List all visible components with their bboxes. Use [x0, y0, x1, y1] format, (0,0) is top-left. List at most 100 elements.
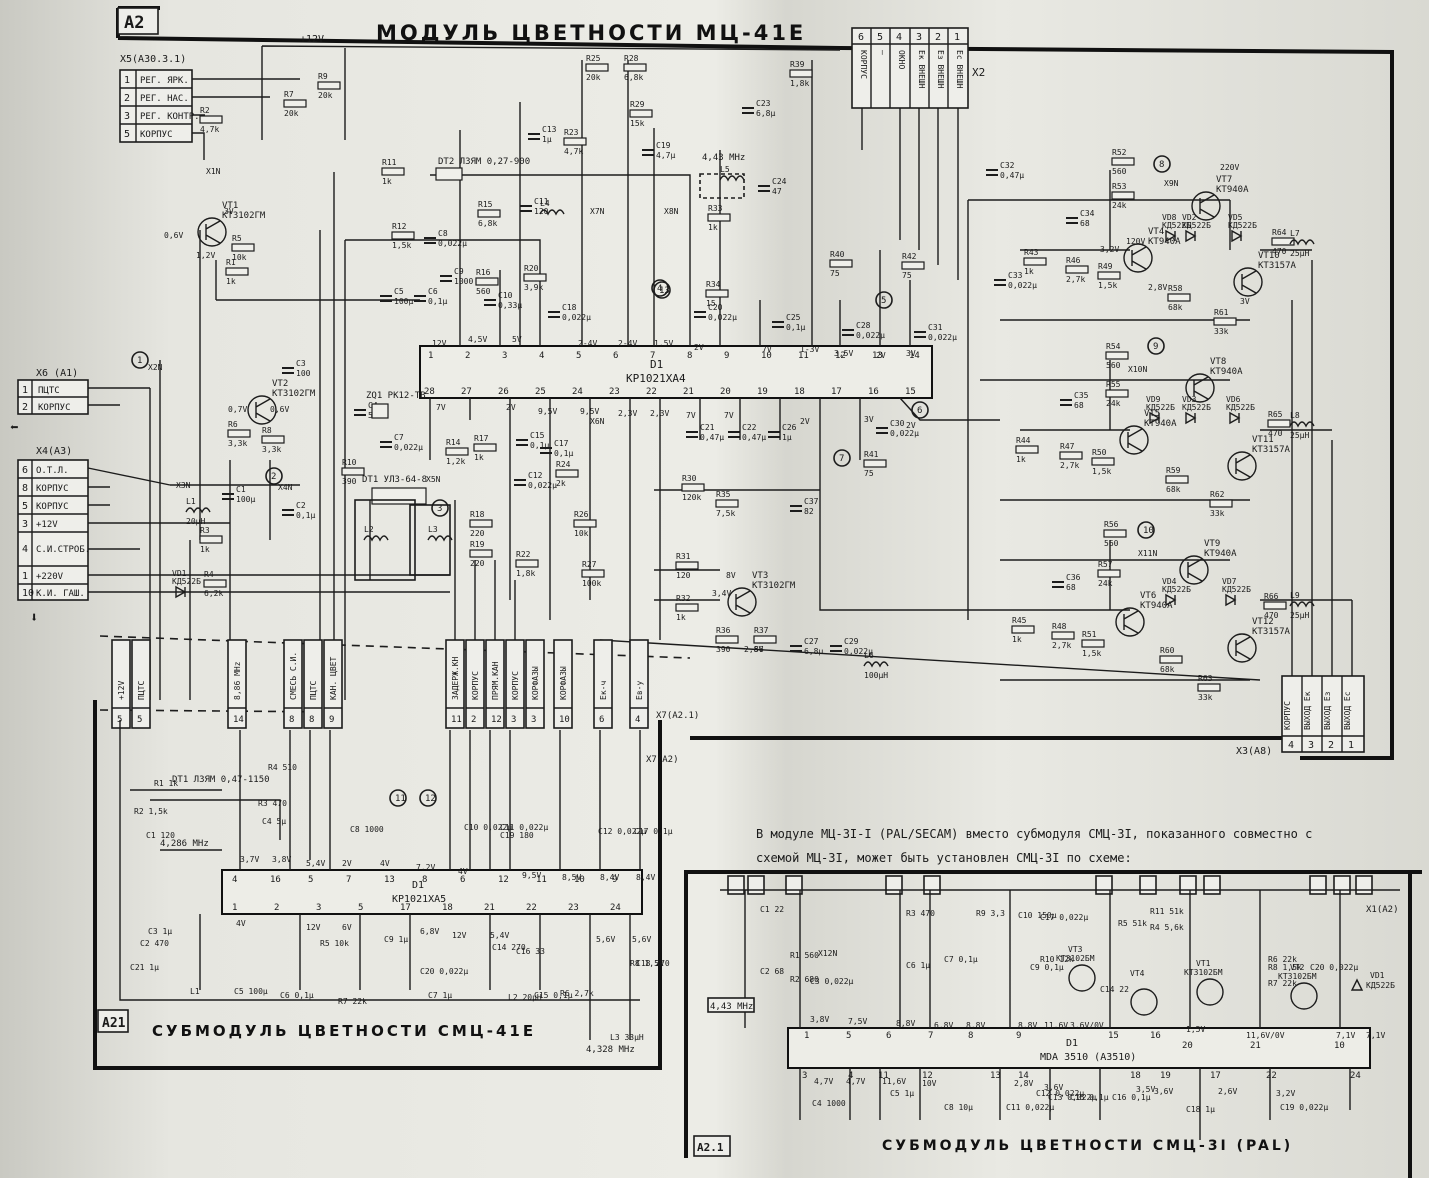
pal-part: R2 680	[790, 975, 819, 984]
sub-part: R2 1,5k	[134, 807, 168, 816]
sub-ic-pin-bottom: 1	[232, 903, 237, 913]
resistor-symbol	[1051, 631, 1075, 640]
capacitor-value: 4,7µ	[656, 151, 675, 160]
voltage-label: 2,8V	[1148, 283, 1167, 292]
pal-ic-pin: 14	[1018, 1071, 1029, 1081]
resistor-value: 20k	[284, 109, 299, 118]
resistor-value: 68k	[1166, 485, 1181, 494]
pal-part: R4 5,6k	[1150, 923, 1184, 932]
zq1-label: ZQ1 РК12-ТВ	[366, 391, 426, 401]
capacitor-symbol	[424, 237, 436, 244]
resistor-ref: R24	[556, 460, 571, 469]
pal-connector-cell	[1309, 875, 1327, 895]
dt1-label: DT1 УЛЗ-64-8	[362, 475, 427, 485]
x4-pin-num: 8	[22, 483, 28, 494]
capacitor-value: 0,1µ	[786, 323, 805, 332]
pal-part: R3 470	[906, 909, 935, 918]
transistor-part: КТ940А	[1140, 601, 1173, 611]
x2-pin-label: Ес ВНЕШН	[955, 50, 964, 89]
capacitor-value: 0,022µ	[890, 429, 919, 438]
capacitor-symbol	[380, 295, 392, 302]
diode-part: КД522Б	[172, 577, 201, 586]
net-marker	[875, 291, 893, 309]
ic-pin-top: 7	[650, 351, 655, 361]
sub-part: C2 470	[140, 939, 169, 948]
voltage-label: 2-4V	[618, 339, 637, 348]
sub-part: C5 100µ	[234, 987, 268, 996]
capacitor-value: 0,022µ	[1008, 281, 1037, 290]
x4-pin-label: С.И.СТРОБ.	[36, 545, 90, 555]
capacitor-symbol	[772, 321, 784, 328]
resistor-value: 1,8k	[790, 79, 809, 88]
diode-ref: VD9	[1146, 395, 1161, 404]
resistor-value: 6,8k	[478, 219, 497, 228]
inductor-value: 20µH	[186, 517, 205, 526]
ic-pin-top: 9	[724, 351, 729, 361]
net-number: 11	[395, 794, 406, 804]
ic-pin-bottom: 18	[794, 387, 805, 397]
pal-voltage: 11,6V	[882, 1077, 906, 1086]
diode-part: КД522Б	[1162, 585, 1191, 594]
resistor-value: 1k	[226, 277, 236, 286]
sub2-block-id: A2.1	[697, 1141, 724, 1154]
signal-tag: X9N	[1164, 179, 1179, 188]
diode-symbol	[1165, 593, 1177, 607]
sub-connector-cell	[525, 639, 545, 729]
ic-pin-top: 2	[465, 351, 470, 361]
diode-part: КД522Б	[1182, 221, 1211, 230]
ic-pin-bottom: 23	[609, 387, 620, 397]
x7-label: X7(A2.1)	[656, 711, 699, 721]
net-marker	[651, 279, 669, 297]
resistor-symbol	[623, 63, 647, 72]
transistor-part: КТ3102ГМ	[272, 389, 316, 399]
x2-pin-label: Ек ВНЕШН	[917, 50, 926, 89]
capacitor-ref: C35	[1074, 391, 1089, 400]
sub-ic-pin-top: 5	[308, 875, 313, 885]
pal-transistor-part: КТ3102БМ	[1056, 954, 1095, 963]
diode-symbol	[1185, 229, 1197, 243]
capacitor-value: 100µ	[394, 297, 413, 306]
net-number: 10	[1143, 526, 1154, 536]
resistor-ref: R15	[478, 200, 493, 209]
resistor-ref: R55	[1106, 380, 1121, 389]
sub-voltage: 8,4V	[636, 873, 655, 882]
resistor-ref: R46	[1066, 256, 1081, 265]
resistor-symbol	[231, 243, 255, 252]
sub-part: L2 20µH	[508, 993, 542, 1002]
resistor-value: 4,7k	[200, 125, 219, 134]
capacitor-symbol	[694, 311, 706, 318]
sub-part: C3 1µ	[148, 927, 172, 936]
resistor-symbol	[1213, 317, 1237, 326]
pal-voltage: 3,6V/0V	[1070, 1021, 1104, 1030]
sub-part: C12 0,022µ	[598, 827, 646, 836]
sub-connector-label: +12V	[117, 681, 126, 700]
resistor-value: 3,3k	[262, 445, 281, 454]
resistor-ref: R9	[318, 72, 328, 81]
resistor-symbol	[227, 429, 251, 438]
inductor-ref: L4	[540, 199, 550, 208]
capacitor-value: 47	[772, 187, 782, 196]
resistor-symbol	[1271, 237, 1295, 246]
capacitor-symbol	[790, 505, 802, 512]
resistor-symbol	[473, 443, 497, 452]
resistor-value: 68k	[1160, 665, 1175, 674]
net-number: 2	[271, 472, 276, 482]
pal-part: C16 0,1µ	[1112, 1093, 1151, 1102]
pal-part: R10 12k	[1040, 955, 1074, 964]
capacitor-value: 0,022µ	[708, 313, 737, 322]
resistor-value: 1k	[1012, 635, 1022, 644]
net-marker	[419, 789, 437, 807]
pal-voltage: 8,8V	[1018, 1021, 1037, 1030]
resistor-symbol	[1105, 351, 1129, 360]
resistor-value: 2,7k	[1066, 275, 1085, 284]
capacitor-symbol	[914, 331, 926, 338]
sub-part: R1 1k	[154, 779, 178, 788]
pal-voltage: 7,1V	[1336, 1031, 1355, 1040]
resistor-ref: R43	[1024, 248, 1039, 257]
net-number: 6	[917, 406, 922, 416]
pal-part: R1 560	[790, 951, 819, 960]
sub-connector-cell	[465, 639, 485, 729]
capacitor-ref: C10	[498, 291, 513, 300]
